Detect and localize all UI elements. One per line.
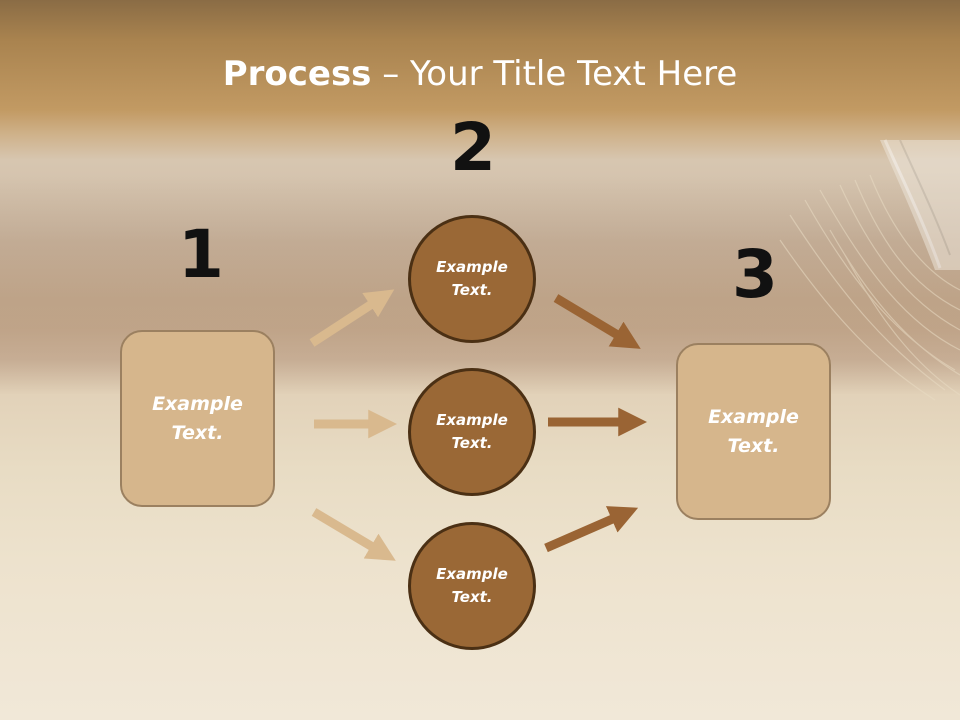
- circle-middle: Example Text.: [408, 368, 536, 496]
- step-number-2: 2: [450, 109, 496, 186]
- step-3-box: Example Text.: [676, 343, 831, 520]
- step-number-3: 3: [732, 236, 778, 313]
- step-1-text-line1: Example: [152, 392, 243, 415]
- step-1-text-line2: Text.: [171, 421, 224, 444]
- slide-title: Process – Your Title Text Here: [0, 52, 960, 96]
- circle-middle-line2: Text.: [451, 434, 493, 452]
- step-3-text-line2: Text.: [727, 434, 780, 457]
- arrow-right-bottom: [544, 506, 639, 553]
- circle-bottom-line1: Example: [436, 565, 508, 583]
- circle-top-line1: Example: [436, 258, 508, 276]
- step-3-text-line1: Example: [708, 405, 799, 428]
- title-bold: Process: [222, 54, 372, 94]
- step-1-box: Example Text.: [120, 330, 275, 507]
- arrow-left-down: [311, 508, 396, 561]
- step-number-1: 1: [178, 216, 224, 293]
- arrow-left-up: [309, 289, 395, 347]
- circle-bottom-line2: Text.: [451, 588, 493, 606]
- arrow-right-top: [553, 294, 641, 349]
- circle-top-line2: Text.: [451, 281, 493, 299]
- circle-top: Example Text.: [408, 215, 536, 343]
- circle-bottom: Example Text.: [408, 522, 536, 650]
- title-rest: – Your Title Text Here: [371, 54, 738, 94]
- circle-middle-line1: Example: [436, 411, 508, 429]
